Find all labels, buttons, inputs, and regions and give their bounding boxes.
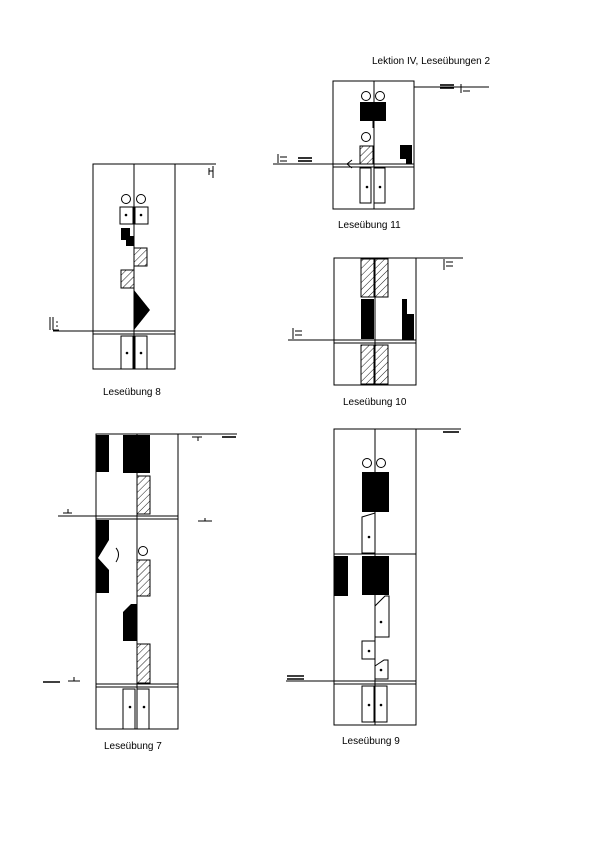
page-title: Lektion IV, Leseübungen 2 (372, 56, 491, 67)
score-leseuebung-11 (273, 80, 489, 210)
caption-leseuebung-9: Leseübung 9 (342, 736, 400, 747)
symbols-leseuebung-8 (49, 166, 214, 355)
symbols-leseuebung-11 (277, 84, 470, 189)
caption-leseuebung-11: Leseübung 11 (338, 220, 401, 231)
symbols-leseuebung-10 (292, 258, 453, 385)
caption-leseuebung-10: Leseübung 10 (343, 397, 407, 408)
symbols-leseuebung-9 (287, 431, 459, 707)
caption-leseuebung-8: Leseübung 8 (103, 387, 161, 398)
symbols-leseuebung-7 (43, 435, 236, 709)
caption-leseuebung-7: Leseübung 7 (104, 741, 162, 752)
